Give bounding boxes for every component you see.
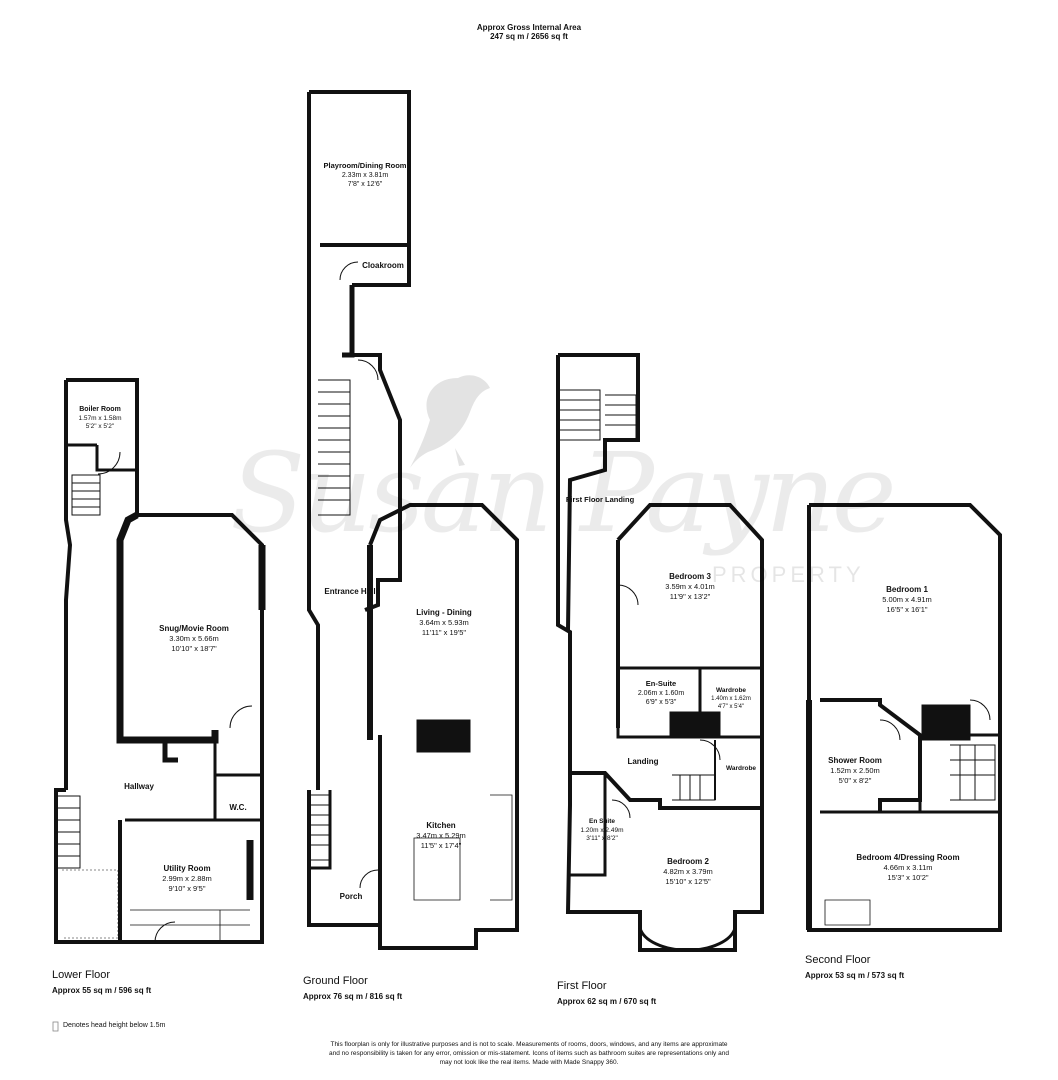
room-living-dining-imperial: 11'11" x 19'5" xyxy=(421,628,467,637)
room-ensuite-large-name: En-Suite xyxy=(645,679,677,688)
room-bedroom3-name: Bedroom 3 xyxy=(669,572,711,581)
room-landing-name: Landing xyxy=(627,757,659,766)
room-living-dining-metric: 3.64m x 5.93m xyxy=(419,618,469,627)
second-floor-plan xyxy=(806,503,1002,932)
watermark-bird-icon xyxy=(410,375,490,468)
room-wardrobe-b-name: Wardrobe xyxy=(725,765,757,772)
room-ensuite-large-imperial: 6'9" x 5'3" xyxy=(645,699,677,706)
lower-floor-plan xyxy=(54,378,266,944)
room-shower-name: Shower Room xyxy=(828,756,882,765)
room-cloakroom-name: Cloakroom xyxy=(362,261,404,270)
floor-title-ground: Ground Floor xyxy=(303,975,368,987)
room-shower-metric: 1.52m x 2.50m xyxy=(830,766,880,775)
room-wc-name: W.C. xyxy=(229,803,247,812)
first-floor-plan xyxy=(556,353,764,952)
room-utility-metric: 2.99m x 2.88m xyxy=(162,874,212,883)
room-bedroom4-metric: 4.66m x 3.11m xyxy=(883,863,933,872)
room-playroom-metric: 2.33m x 3.81m xyxy=(341,172,389,179)
room-wardrobe-a-metric: 1.40m x 1.62m xyxy=(711,696,751,702)
room-boiler-name: Boiler Room xyxy=(79,406,121,413)
room-bedroom3-imperial: 11'9" x 13'2" xyxy=(669,592,711,601)
room-bedroom2-name: Bedroom 2 xyxy=(667,857,709,866)
room-snug-metric: 3.30m x 5.66m xyxy=(169,634,219,643)
gross-area-value: 247 sq m / 2656 sq ft xyxy=(490,32,568,41)
watermark-word: PROPERTY xyxy=(712,562,865,587)
room-bedroom2-metric: 4.82m x 3.79m xyxy=(663,867,713,876)
room-ensuite-large-metric: 2.06m x 1.60m xyxy=(637,690,685,697)
floor-area-first: Approx 62 sq m / 670 sq ft xyxy=(557,997,657,1006)
room-boiler-imperial: 5'2" x 5'2" xyxy=(85,423,115,430)
watermark-script: Susan Payne xyxy=(230,429,897,557)
room-first-floor-landing-name: First Floor Landing xyxy=(565,495,635,504)
room-bedroom1-name: Bedroom 1 xyxy=(886,585,928,594)
room-bedroom4-name: Bedroom 4/Dressing Room xyxy=(856,853,960,862)
room-living-dining-name: Living - Dining xyxy=(416,608,472,617)
gross-area-title: Approx Gross Internal Area xyxy=(476,23,582,32)
floor-area-lower: Approx 55 sq m / 596 sq ft xyxy=(52,986,152,995)
floor-area-second: Approx 53 sq m / 573 sq ft xyxy=(805,971,905,980)
room-ensuite-small-name: En Suite xyxy=(588,818,616,825)
floor-title-first: First Floor xyxy=(557,980,607,992)
room-snug-name: Snug/Movie Room xyxy=(159,624,229,633)
disclaimer-line-3: may not look like the real items. Made w… xyxy=(439,1059,619,1066)
room-wardrobe-a-imperial: 4'7" x 5'4" xyxy=(717,704,745,710)
room-utility-imperial: 9'10" x 9'5" xyxy=(168,884,206,893)
room-ensuite-small-imperial: 3'11" x 8'2" xyxy=(586,835,618,842)
disclaimer-line-1: This floorplan is only for illustrative … xyxy=(330,1041,728,1048)
disclaimer-line-2: and no responsibility is taken for any e… xyxy=(329,1050,729,1057)
room-entrance-hall-name: Entrance Hall xyxy=(324,587,376,596)
room-bedroom1-imperial: 16'5" x 16'1" xyxy=(886,605,928,614)
room-shower-imperial: 5'0" x 8'2" xyxy=(838,776,872,785)
room-kitchen-imperial: 11'5" x 17'4" xyxy=(420,841,462,850)
room-bedroom1-metric: 5.00m x 4.91m xyxy=(882,595,932,604)
room-kitchen-name: Kitchen xyxy=(426,821,456,830)
room-hallway-name: Hallway xyxy=(124,782,154,791)
legend-text: Denotes head height below 1.5m xyxy=(63,1022,166,1029)
room-bedroom4-imperial: 15'3" x 10'2" xyxy=(887,873,929,882)
room-snug-imperial: 10'10" x 18'7" xyxy=(171,644,217,653)
room-bedroom3-metric: 3.59m x 4.01m xyxy=(665,582,715,591)
room-kitchen-metric: 3.47m x 5.29m xyxy=(416,831,466,840)
ground-floor-plan xyxy=(307,90,519,950)
room-boiler-metric: 1.57m x 1.58m xyxy=(78,415,122,422)
room-playroom-imperial: 7'8" x 12'6" xyxy=(347,181,383,188)
floor-title-second: Second Floor xyxy=(805,954,871,966)
head-height-legend-icon xyxy=(52,1021,59,1032)
room-bedroom2-imperial: 15'10" x 12'5" xyxy=(665,877,711,886)
room-utility-name: Utility Room xyxy=(163,864,211,873)
room-ensuite-small-metric: 1.20m x 2.49m xyxy=(580,827,624,834)
room-playroom-name: Playroom/Dining Room xyxy=(323,161,407,170)
room-wardrobe-a-name: Wardrobe xyxy=(715,687,747,694)
floor-title-lower: Lower Floor xyxy=(52,969,111,981)
room-porch-name: Porch xyxy=(339,892,363,901)
floor-area-ground: Approx 76 sq m / 816 sq ft xyxy=(303,992,403,1001)
